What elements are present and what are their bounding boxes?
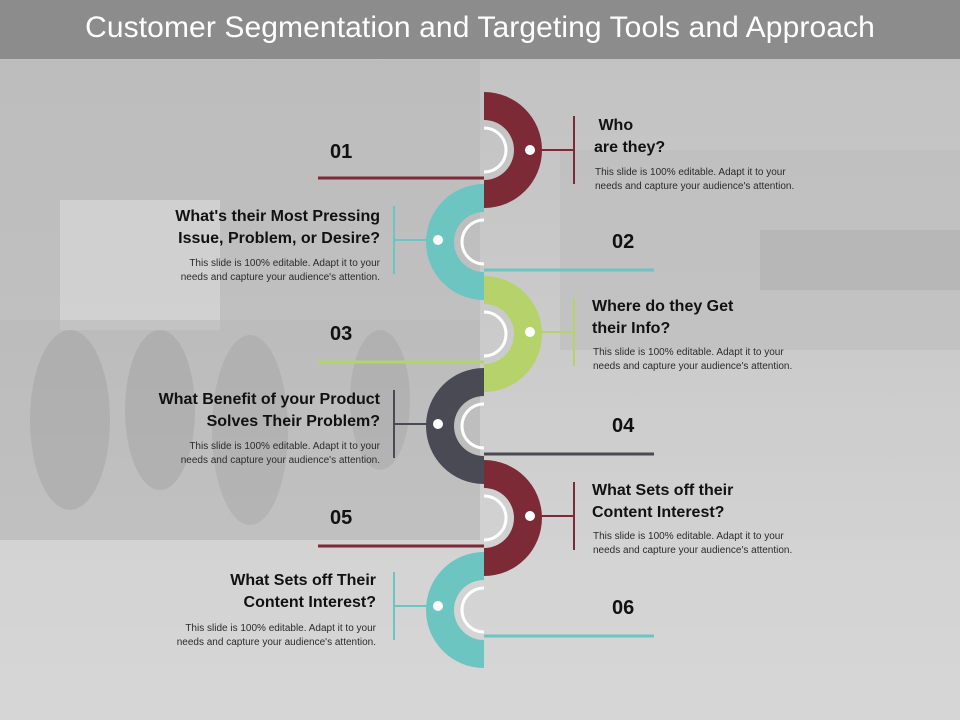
step-title-04: What Benefit of your Product Solves Thei… — [158, 391, 380, 430]
step-title-01: Who are they? — [594, 117, 666, 156]
arc-step-03 — [484, 276, 542, 392]
step-title-05: What Sets off their Content Interest? — [592, 482, 734, 521]
step-number-05: 05 — [330, 507, 353, 529]
step-desc-02: This slide is 100% editable. Adapt it to… — [180, 258, 380, 283]
step-number-03: 03 — [330, 323, 353, 345]
step-desc-06: This slide is 100% editable. Adapt it to… — [176, 623, 376, 648]
step-number-02: 02 — [612, 231, 635, 253]
step-number-06: 06 — [612, 597, 635, 619]
connector-dot-02 — [431, 233, 445, 247]
step-desc-04: This slide is 100% editable. Adapt it to… — [180, 441, 380, 466]
step-number-01: 01 — [330, 141, 353, 163]
connector-dot-06 — [431, 599, 445, 613]
arc-step-04 — [426, 368, 484, 484]
connector-dot-03 — [523, 325, 537, 339]
step-desc-03: This slide is 100% editable. Adapt it to… — [593, 347, 793, 372]
arc-step-02 — [426, 184, 484, 300]
step-desc-05: This slide is 100% editable. Adapt it to… — [593, 531, 793, 556]
step-desc-01: This slide is 100% editable. Adapt it to… — [595, 167, 795, 192]
step-title-06: What Sets off Their Content Interest? — [230, 572, 376, 611]
slide-title: Customer Segmentation and Targeting Tool… — [85, 11, 875, 44]
step-number-04: 04 — [612, 415, 635, 437]
connector-dot-05 — [523, 509, 537, 523]
connector-dot-04 — [431, 417, 445, 431]
arc-step-01 — [484, 92, 542, 208]
step-title-02: What's their Most Pressing Issue, Proble… — [175, 208, 380, 247]
arc-step-05 — [484, 460, 542, 576]
connector-dot-01 — [523, 143, 537, 157]
arc-step-06 — [426, 552, 484, 668]
title-bar — [0, 0, 960, 59]
step-title-03: Where do they Get their Info? — [592, 298, 734, 337]
